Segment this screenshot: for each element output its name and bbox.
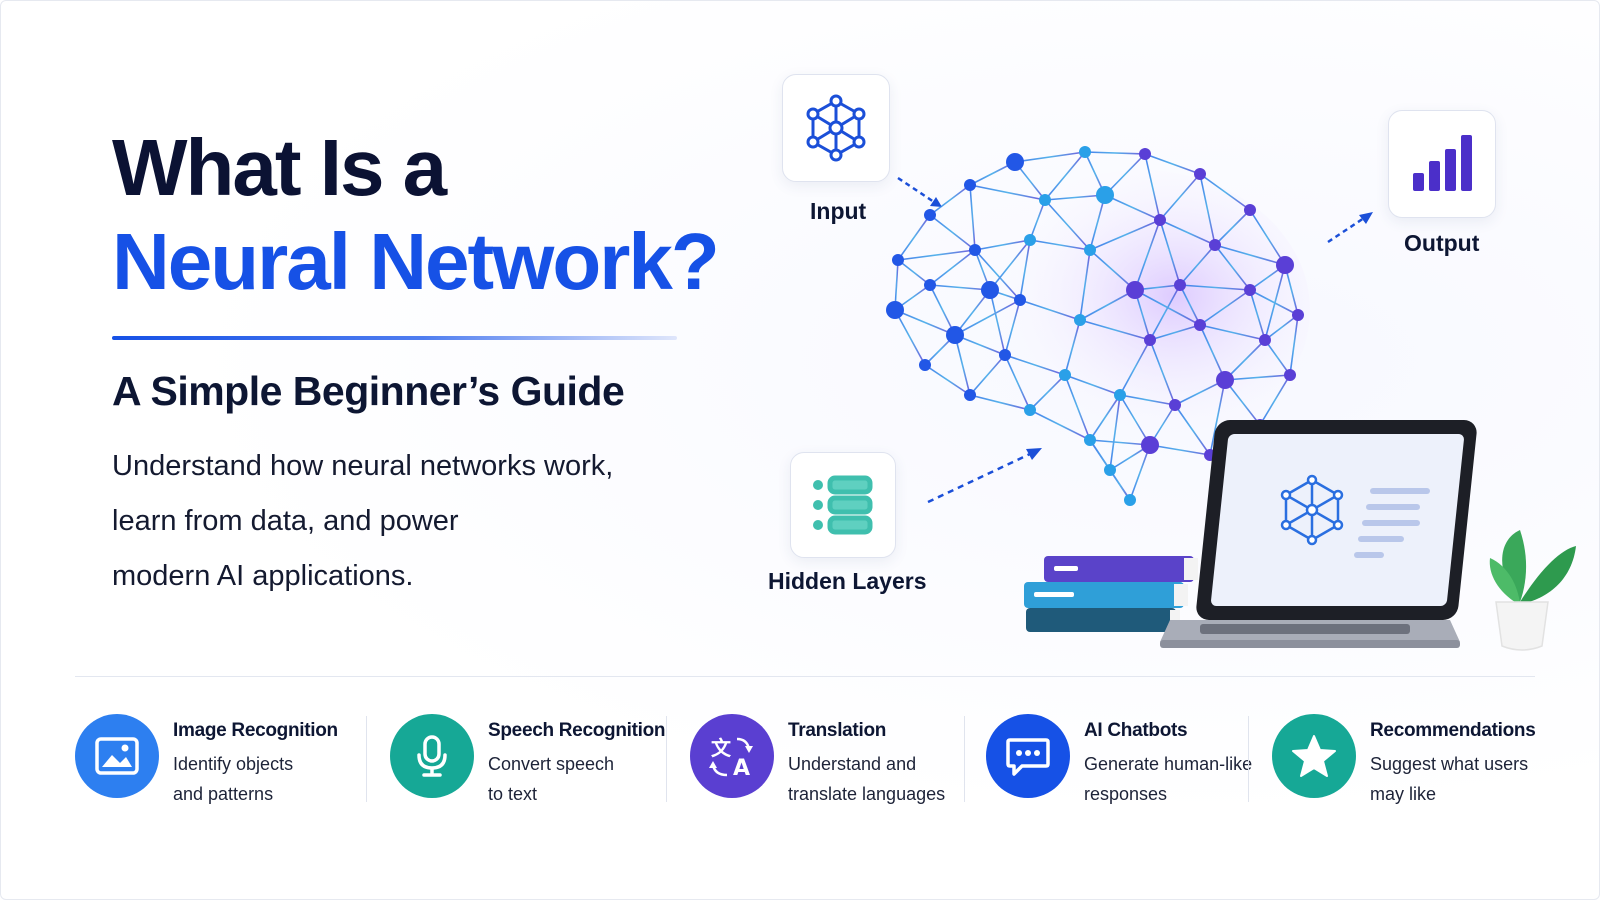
feature-separator <box>666 716 667 802</box>
brain-node <box>1039 194 1051 206</box>
description-line-2: learn from data, and power <box>112 505 459 537</box>
plant-icon <box>1489 530 1576 651</box>
feature-title: Translation <box>788 720 887 741</box>
title-line-2: Neural Network? <box>112 217 720 306</box>
brain-node <box>1024 234 1036 246</box>
brain-node <box>1244 204 1256 216</box>
description-line-1: Understand how neural networks work, <box>112 450 614 482</box>
brain-node <box>1096 186 1114 204</box>
translate-icon: 文 A <box>690 714 774 798</box>
brain-node <box>1144 334 1156 346</box>
brain-node <box>1276 256 1294 274</box>
feature-separator <box>366 716 367 802</box>
feature-title: Recommendations <box>1370 720 1536 741</box>
brain-node <box>999 349 1011 361</box>
brain-node <box>1014 294 1026 306</box>
output-label: Output <box>1404 230 1480 256</box>
brain-node <box>1174 279 1186 291</box>
brain-node <box>1114 389 1126 401</box>
brain-node <box>1194 168 1206 180</box>
feature-desc-line-1: Identify objects <box>173 754 294 774</box>
brain-node <box>886 301 904 319</box>
feature-title: Image Recognition <box>173 720 338 741</box>
brain-node <box>1079 146 1091 158</box>
chat-icon <box>986 714 1070 798</box>
image-icon <box>75 714 159 798</box>
brain-node <box>1074 314 1086 326</box>
feature-separator <box>964 716 965 802</box>
microphone-icon <box>390 714 474 798</box>
star-icon <box>1272 714 1356 798</box>
brain-node <box>1209 239 1221 251</box>
brain-node <box>1259 334 1271 346</box>
brain-node <box>1244 284 1256 296</box>
brain-node <box>1139 148 1151 160</box>
feature-desc-line-1: Generate human-like <box>1084 754 1253 774</box>
brain-node <box>969 244 981 256</box>
feature-desc-line-2: and patterns <box>173 784 274 804</box>
description-line-3: modern AI applications. <box>112 560 414 592</box>
books-icon <box>1024 556 1198 632</box>
laptop-illustration <box>1024 420 1576 651</box>
brain-node <box>924 209 936 221</box>
brain-node <box>1216 371 1234 389</box>
svg-text:A: A <box>733 756 750 781</box>
brain-node <box>1126 281 1144 299</box>
bar-chart-icon <box>1413 135 1472 191</box>
brain-node <box>1169 399 1181 411</box>
input-label: Input <box>810 198 867 224</box>
brain-node <box>1084 434 1096 446</box>
feature-desc-line-2: responses <box>1084 784 1168 804</box>
subtitle: A Simple Beginner’s Guide <box>112 368 625 414</box>
brain-node <box>1194 319 1206 331</box>
output-card <box>1388 110 1496 218</box>
brain-node <box>1284 369 1296 381</box>
hidden-layers-card <box>790 452 896 558</box>
brain-node <box>924 279 936 291</box>
title-underline <box>112 336 677 340</box>
brain-node <box>1084 244 1096 256</box>
brain-node <box>1104 464 1116 476</box>
feature-desc-line-2: may like <box>1370 784 1437 804</box>
brain-node <box>1124 494 1136 506</box>
brain-node <box>981 281 999 299</box>
network-node-icon <box>806 94 866 162</box>
brain-node <box>964 389 976 401</box>
section-divider <box>75 676 1535 677</box>
brain-node <box>919 359 931 371</box>
feature-separator <box>1248 716 1249 802</box>
brain-node <box>1292 309 1304 321</box>
brain-node <box>964 179 976 191</box>
feature-title: Speech Recognition <box>488 720 666 741</box>
feature-desc-line-1: Understand and <box>788 754 917 774</box>
brain-node <box>946 326 964 344</box>
arrow-hidden-to-brain <box>927 448 1042 504</box>
brain-node <box>1006 153 1024 171</box>
hidden-layers-label: Hidden Layers <box>768 568 927 594</box>
brain-node <box>1059 369 1071 381</box>
brain-network-illustration <box>886 146 1310 506</box>
feature-title: AI Chatbots <box>1084 720 1188 741</box>
svg-text:文: 文 <box>711 736 732 760</box>
arrow-input-to-brain <box>897 176 942 207</box>
layers-icon <box>813 475 873 535</box>
input-card <box>782 74 890 182</box>
brain-node <box>1141 436 1159 454</box>
brain-node <box>892 254 904 266</box>
feature-desc-line-2: to text <box>488 784 538 804</box>
brain-node <box>1154 214 1166 226</box>
title-line-1: What Is a <box>112 123 447 212</box>
feature-desc-line-1: Suggest what users <box>1370 754 1529 774</box>
arrow-brain-to-output <box>1327 212 1373 244</box>
feature-desc-line-2: translate languages <box>788 784 946 804</box>
feature-desc-line-1: Convert speech <box>488 754 615 774</box>
brain-node <box>1024 404 1036 416</box>
